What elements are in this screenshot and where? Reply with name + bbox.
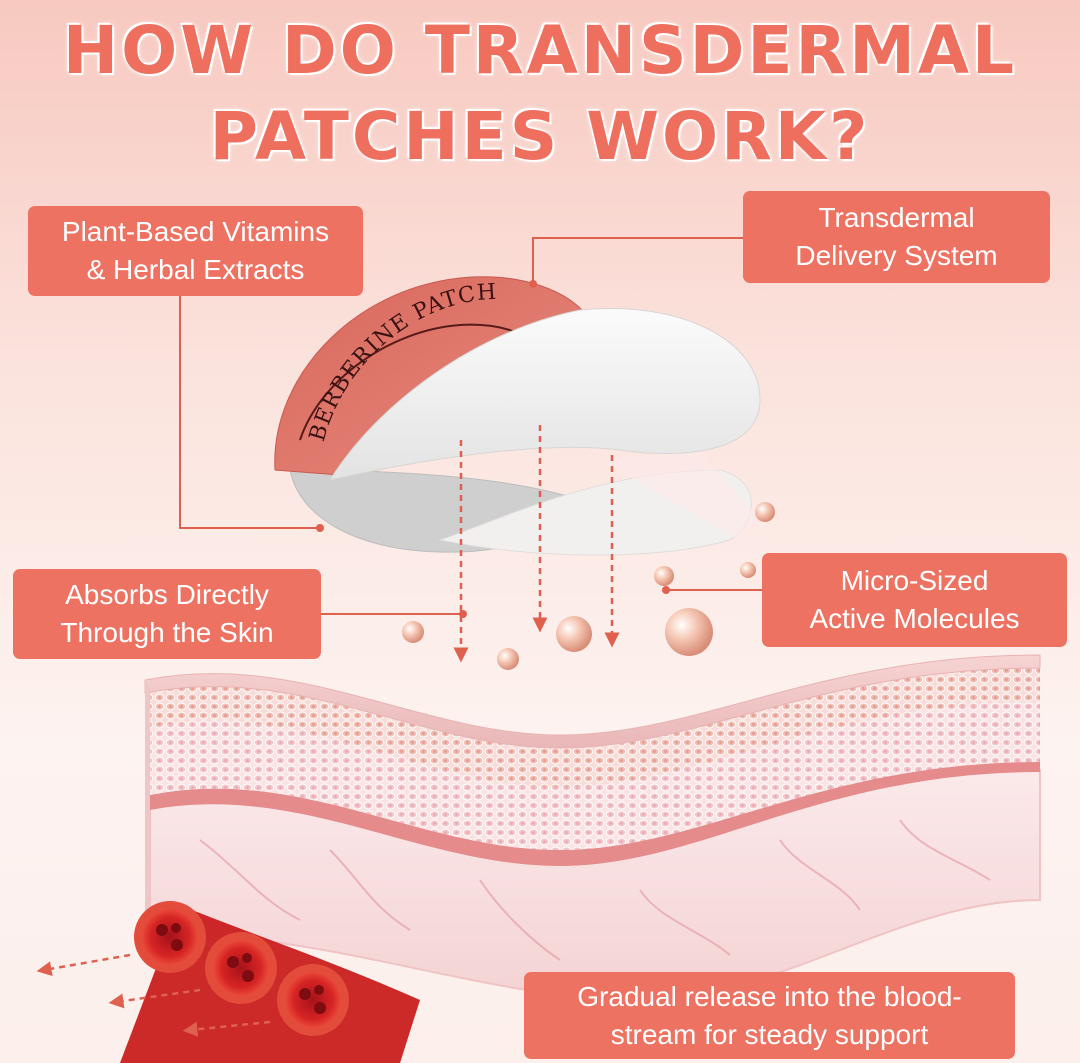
label-plant-extracts: Plant-Based Vitamins & Herbal Extracts — [28, 206, 363, 296]
flow-arrow-3 — [182, 1020, 271, 1037]
label-delivery-line-2: Delivery System — [795, 240, 998, 271]
label-release-line-2: stream for steady support — [610, 1018, 929, 1050]
title-line-1: HOW DO TRANSDERMAL — [62, 12, 1018, 89]
molecules — [402, 502, 775, 670]
absorption-arrows — [453, 425, 620, 663]
stratum-top — [144, 654, 1041, 749]
vessel-1 — [134, 901, 206, 973]
leader-lines — [179, 237, 762, 618]
label-absorbs-skin: Absorbs Directly Through the Skin — [13, 569, 321, 659]
page-title: HOW DO TRANSDERMAL PATCHES WORK? — [0, 8, 1080, 180]
leader-plant — [179, 295, 318, 529]
label-absorbs-line-1: Absorbs Directly — [65, 579, 269, 610]
label-delivery-system: Transdermal Delivery System — [743, 191, 1050, 283]
title-line-2: PATCHES WORK? — [209, 98, 871, 175]
basal-band — [150, 760, 1040, 866]
label-micro-line-1: Micro-Sized — [840, 565, 989, 596]
blood-vessels — [36, 901, 420, 1063]
cell-layer-lower — [150, 700, 1040, 850]
label-micro-molecules: Micro-Sized Active Molecules — [762, 553, 1067, 647]
flow-arrow-1 — [36, 953, 131, 977]
flow-arrow-2 — [108, 988, 201, 1009]
label-micro-line-2: Active Molecules — [809, 603, 1020, 634]
label-release-line-1: Gradual release into the blood- — [577, 980, 962, 1012]
vessel-3 — [277, 964, 349, 1036]
label-plant-line-2: & Herbal Extracts — [86, 254, 305, 285]
vessel-2 — [205, 932, 277, 1004]
patch-illustration: BERBERINE PATCH — [274, 276, 761, 556]
label-plant-line-1: Plant-Based Vitamins — [61, 216, 330, 247]
label-absorbs-line-2: Through the Skin — [60, 617, 274, 648]
leader-delivery — [532, 237, 743, 282]
patch-white-layer — [328, 308, 761, 481]
label-gradual-release: Gradual release into the blood- stream f… — [524, 972, 1015, 1059]
label-delivery-line-1: Transdermal — [818, 202, 975, 233]
capillaries — [199, 819, 991, 961]
skin-layers — [144, 654, 1041, 1002]
